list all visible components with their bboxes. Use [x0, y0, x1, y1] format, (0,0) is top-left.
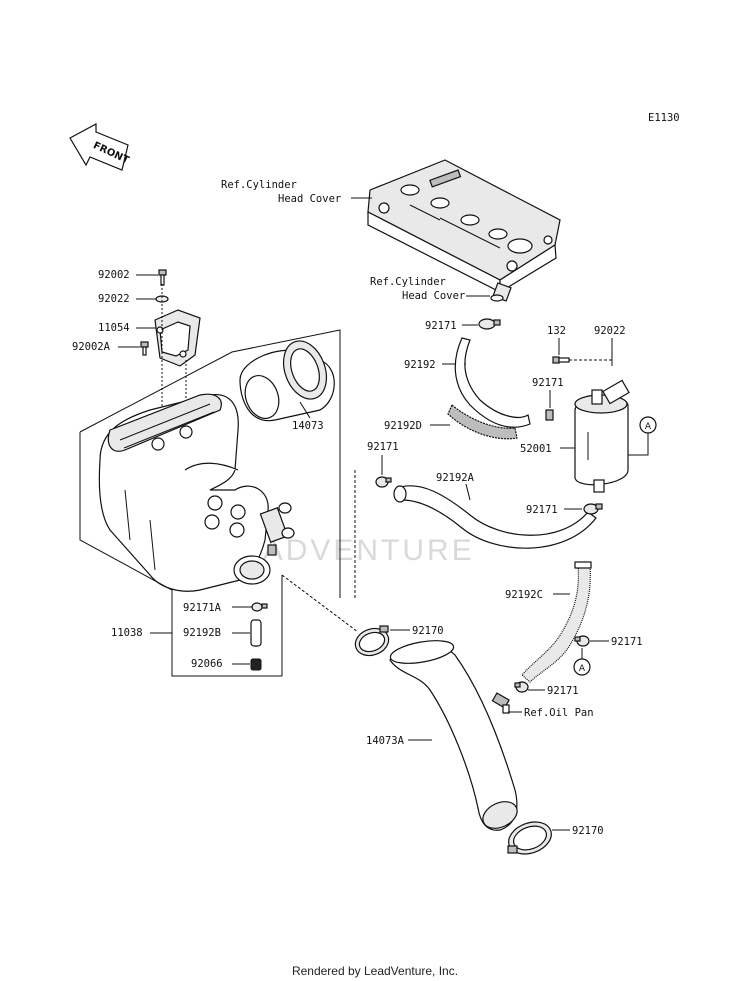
clamp-92171-right [574, 635, 590, 647]
hose-92192A [397, 485, 597, 549]
label-92171-left: 92171 [367, 441, 399, 453]
label-132: 132 [547, 325, 566, 337]
hose-92192B [250, 619, 262, 647]
intake-hose-14073A [389, 640, 518, 831]
label-11038: 11038 [111, 627, 143, 639]
callout-a-top-letter: A [645, 422, 652, 432]
label-11054: 11054 [98, 322, 130, 334]
label-92066: 92066 [191, 658, 223, 670]
label-92192B: 92192B [183, 627, 221, 639]
label-92171-mid: 92171 [532, 377, 564, 389]
head-cover-fitting [490, 282, 512, 302]
clamp-92171-top [478, 318, 501, 330]
clamp-92170-bottom [507, 821, 552, 855]
clamp-92171-can [583, 503, 603, 515]
ref-oil-pan-label: Ref.Oil Pan [524, 707, 594, 719]
hose-92192C [521, 564, 591, 683]
hose-92192D [447, 404, 518, 440]
hose-92192A-end [393, 485, 407, 503]
label-92171-can: 92171 [526, 504, 558, 516]
air-box-11038 [98, 393, 269, 592]
front-arrow-icon: FRONT [69, 122, 131, 171]
label-92171-pan: 92171 [547, 685, 579, 697]
label-92192C: 92192C [505, 589, 543, 601]
bolt-132 [552, 356, 570, 364]
label-92192D: 92192D [384, 420, 422, 432]
label-92171-right: 92171 [611, 636, 643, 648]
intake-duct-14073 [239, 340, 335, 422]
bolt-92002 [158, 269, 167, 286]
label-92002: 92002 [98, 269, 130, 281]
cylinder-head-cover [367, 159, 561, 294]
ref-cylinder-label-2a: Ref.Cylinder [370, 276, 446, 288]
clamp-92171-mid [545, 409, 554, 421]
label-14073: 14073 [292, 420, 324, 432]
label-92171-top: 92171 [425, 320, 457, 332]
label-52001: 52001 [520, 443, 552, 455]
label-92171A: 92171A [183, 602, 222, 614]
label-92170-top: 92170 [412, 625, 444, 637]
label-92192: 92192 [404, 359, 436, 371]
clamp-92170-top [354, 625, 390, 657]
clamp-92171A [251, 602, 268, 612]
hose-92192 [454, 337, 531, 428]
air-box-outlet [233, 502, 295, 585]
oil-pan-fitting [491, 692, 510, 714]
clamp-92171-pan [514, 681, 529, 693]
separator-tank-52001 [574, 379, 630, 493]
clamp-92171-left [375, 476, 392, 488]
ref-cylinder-label-2b: Head Cover [402, 290, 465, 302]
ref-cylinder-label-1b: Head Cover [278, 193, 341, 205]
bolt-92002A [140, 341, 149, 356]
ref-cylinder-label-1a: Ref.Cylinder [221, 179, 297, 191]
label-92192A: 92192A [436, 472, 475, 484]
plug-92066 [250, 658, 262, 671]
label-92022-left: 92022 [98, 293, 130, 305]
label-14073A: 14073A [366, 735, 405, 747]
callout-a-bottom-letter: A [579, 664, 586, 674]
label-92170-bottom: 92170 [572, 825, 604, 837]
footer-credit: Rendered by LeadVenture, Inc. [292, 964, 458, 978]
label-92022-right: 92022 [594, 325, 626, 337]
label-92002A: 92002A [72, 341, 111, 353]
diagram-code: E1130 [648, 112, 680, 124]
